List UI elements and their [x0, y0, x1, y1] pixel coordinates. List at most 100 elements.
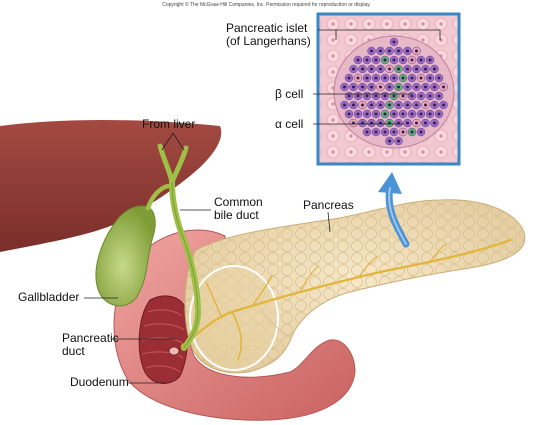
label-from-liver: From liver: [142, 118, 195, 131]
cell-nucleus: [415, 104, 418, 107]
cell-nucleus: [361, 68, 364, 71]
cell-nucleus: [348, 77, 351, 80]
cell-nucleus: [415, 86, 418, 89]
cell-nucleus: [388, 68, 391, 71]
cell-nucleus: [375, 95, 378, 98]
cell-nucleus: [424, 104, 427, 107]
cell-nucleus: [424, 86, 427, 89]
cell-nucleus: [388, 140, 391, 143]
cell-nucleus: [433, 86, 436, 89]
cell-nucleus: [388, 86, 391, 89]
cell-nucleus: [370, 104, 373, 107]
cell-nucleus: [361, 86, 364, 89]
label-pancreas: Pancreas: [303, 199, 354, 212]
label-duodenum: Duodenum: [70, 376, 129, 389]
cell-nucleus: [429, 95, 432, 98]
cell-nucleus: [366, 77, 369, 80]
cell-nucleus: [429, 77, 432, 80]
cell-nucleus: [438, 77, 441, 80]
cell-nucleus: [397, 68, 400, 71]
label-gallbladder: Gallbladder: [18, 291, 79, 304]
label-pancreatic-duct: Pancreatic duct: [62, 332, 119, 358]
cell-nucleus: [384, 113, 387, 116]
cell-nucleus: [366, 131, 369, 134]
cell-nucleus: [343, 104, 346, 107]
cell-nucleus: [375, 131, 378, 134]
cell-nucleus: [379, 86, 382, 89]
cell-nucleus: [393, 131, 396, 134]
cell-nucleus: [393, 77, 396, 80]
cell-nucleus: [442, 104, 445, 107]
cell-nucleus: [438, 95, 441, 98]
cell-nucleus: [379, 104, 382, 107]
cell-nucleus: [343, 86, 346, 89]
cell-nucleus: [348, 95, 351, 98]
cell-nucleus: [411, 131, 414, 134]
cell-nucleus: [370, 68, 373, 71]
cell-nucleus: [397, 86, 400, 89]
cell-nucleus: [393, 113, 396, 116]
islet-inset: [318, 14, 459, 164]
cell-nucleus: [384, 77, 387, 80]
cell-nucleus: [429, 113, 432, 116]
cell-nucleus: [415, 68, 418, 71]
cell-nucleus: [411, 59, 414, 62]
cell-nucleus: [393, 41, 396, 44]
cell-nucleus: [361, 104, 364, 107]
cell-nucleus: [352, 86, 355, 89]
cell-nucleus: [402, 59, 405, 62]
cell-nucleus: [384, 95, 387, 98]
cell-nucleus: [357, 113, 360, 116]
cell-nucleus: [370, 50, 373, 53]
cell-nucleus: [411, 113, 414, 116]
cell-nucleus: [379, 50, 382, 53]
cell-nucleus: [433, 68, 436, 71]
cell-nucleus: [388, 50, 391, 53]
cell-nucleus: [375, 77, 378, 80]
cell-nucleus: [411, 95, 414, 98]
cell-nucleus: [393, 59, 396, 62]
cell-nucleus: [397, 50, 400, 53]
cell-nucleus: [402, 131, 405, 134]
cell-nucleus: [424, 122, 427, 125]
cell-nucleus: [388, 104, 391, 107]
cell-nucleus: [352, 68, 355, 71]
cell-nucleus: [370, 86, 373, 89]
label-beta-cell: β cell: [275, 88, 303, 101]
cell-nucleus: [384, 131, 387, 134]
cell-nucleus: [442, 86, 445, 89]
cell-nucleus: [366, 95, 369, 98]
label-alpha-cell: α cell: [275, 118, 303, 131]
cell-nucleus: [379, 68, 382, 71]
cell-nucleus: [366, 59, 369, 62]
cell-nucleus: [406, 122, 409, 125]
cell-nucleus: [433, 122, 436, 125]
cell-nucleus: [393, 95, 396, 98]
cell-nucleus: [402, 77, 405, 80]
cell-nucleus: [411, 77, 414, 80]
cell-nucleus: [402, 95, 405, 98]
cell-nucleus: [402, 113, 405, 116]
cell-nucleus: [357, 95, 360, 98]
cell-nucleus: [384, 59, 387, 62]
cell-nucleus: [375, 113, 378, 116]
cell-nucleus: [420, 131, 423, 134]
cell-nucleus: [420, 77, 423, 80]
cell-nucleus: [420, 59, 423, 62]
cell-nucleus: [438, 113, 441, 116]
cell-nucleus: [366, 113, 369, 116]
pancreas-head-cutaway: [190, 266, 278, 370]
cell-nucleus: [415, 50, 418, 53]
cell-nucleus: [420, 113, 423, 116]
cell-nucleus: [397, 140, 400, 143]
label-common-bile-duct: Common bile duct: [214, 196, 263, 222]
label-pancreatic-islet: Pancreatic islet (of Langerhans): [226, 22, 311, 48]
cell-nucleus: [375, 59, 378, 62]
cell-nucleus: [429, 59, 432, 62]
cell-nucleus: [406, 68, 409, 71]
cell-nucleus: [433, 104, 436, 107]
cell-nucleus: [397, 104, 400, 107]
cell-nucleus: [357, 59, 360, 62]
cell-nucleus: [348, 113, 351, 116]
cell-nucleus: [406, 50, 409, 53]
